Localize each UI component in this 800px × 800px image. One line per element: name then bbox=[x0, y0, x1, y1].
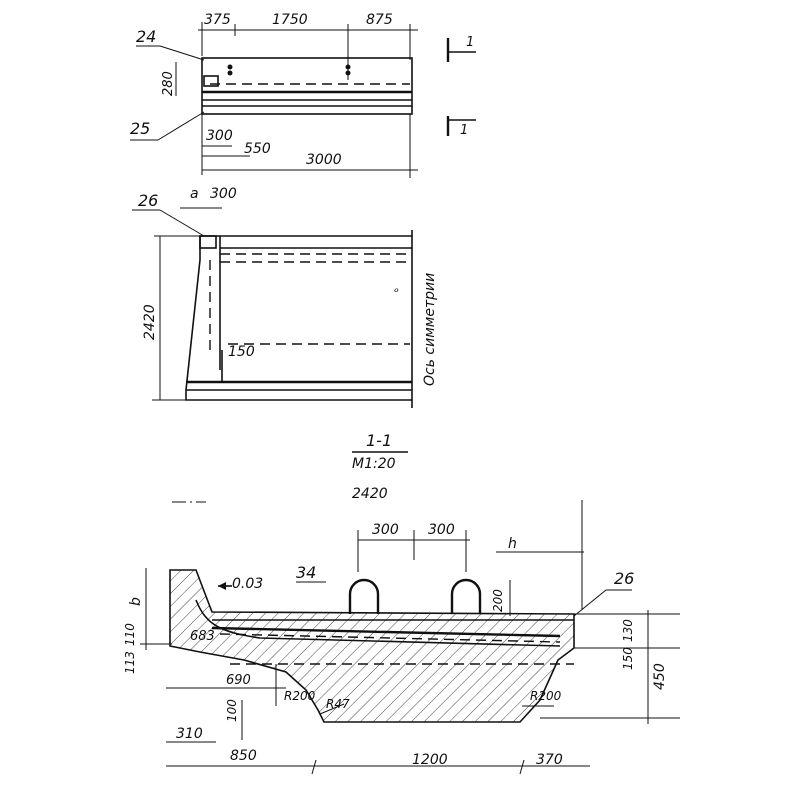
sec-dim-R47: R47 bbox=[326, 697, 350, 711]
callout-24: 24 bbox=[136, 27, 156, 46]
sec-label-34: 34 bbox=[296, 563, 316, 582]
sec-slope: 0.03 bbox=[232, 576, 263, 592]
section-mark-top: 1 bbox=[466, 35, 474, 50]
sec-dim-300-left: 300 bbox=[372, 522, 399, 538]
sec-dim-300-right: 300 bbox=[428, 522, 455, 538]
side-dim-2420: 2420 bbox=[142, 304, 158, 340]
plan-view: 375 1750 875 280 24 25 300 550 3000 bbox=[130, 12, 476, 178]
sec-dim-130: 130 bbox=[621, 619, 635, 642]
sec-dim-h: h bbox=[508, 536, 517, 552]
sec-dim-R200-right: R200 bbox=[530, 689, 562, 703]
section-scale: M1:20 bbox=[352, 456, 396, 472]
sec-dim-850: 850 bbox=[230, 748, 257, 764]
sec-dim-R200-left: R200 bbox=[284, 689, 316, 703]
sec-dim-690: 690 bbox=[226, 673, 251, 688]
callout-26-side: 26 bbox=[138, 191, 158, 210]
sec-dim-150: 150 bbox=[621, 647, 635, 670]
sec-dim-100: 100 bbox=[225, 699, 239, 722]
section-1-1: 1-1 M1:20 2420 300 300 h 0.03 34 bbox=[123, 431, 680, 775]
callout-25: 25 bbox=[130, 119, 150, 138]
plan-dim-375: 375 bbox=[204, 12, 231, 28]
sec-dim-310: 310 bbox=[176, 726, 203, 742]
section-title: 1-1 bbox=[366, 431, 392, 450]
sec-dim-450: 450 bbox=[652, 663, 668, 690]
sec-dim-113: 113 bbox=[123, 651, 137, 674]
sec-dim-683: 683 bbox=[190, 629, 215, 644]
sec-label-26: 26 bbox=[614, 569, 634, 588]
sec-dim-b: b bbox=[128, 597, 144, 606]
plan-dim-550: 550 bbox=[244, 141, 271, 157]
sec-dim-370: 370 bbox=[536, 752, 563, 768]
axis-of-symmetry: Ось симметрии bbox=[422, 273, 438, 386]
sec-dim-200: 200 bbox=[491, 589, 505, 612]
side-view: 26 a 300 2420 150 Ось симметрии ᵒ bbox=[132, 186, 438, 408]
plan-dim-280: 280 bbox=[161, 71, 176, 96]
plan-dim-1750: 1750 bbox=[272, 12, 308, 28]
side-dim-150: 150 bbox=[228, 344, 255, 360]
plan-dim-3000: 3000 bbox=[306, 152, 342, 168]
side-dim-a: a bbox=[190, 186, 199, 202]
plan-dim-875: 875 bbox=[366, 12, 393, 28]
sec-dim-1200: 1200 bbox=[412, 752, 448, 768]
plan-dim-300: 300 bbox=[206, 128, 233, 144]
sec-dim-110: 110 bbox=[123, 623, 137, 646]
side-small-mark: ᵒ bbox=[394, 285, 399, 299]
side-dim-300: 300 bbox=[210, 186, 237, 202]
sec-dim-2420: 2420 bbox=[352, 486, 388, 502]
section-mark-bottom: 1 bbox=[460, 123, 468, 138]
